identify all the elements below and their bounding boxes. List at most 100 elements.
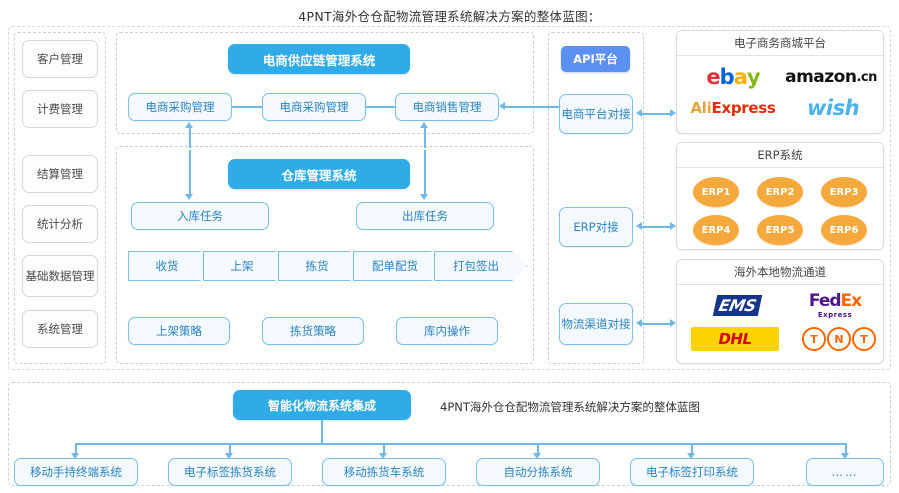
- node-picking-strategy[interactable]: 拣货策略: [262, 317, 364, 345]
- node-ecom-purchase-2[interactable]: 电商采购管理: [262, 93, 366, 121]
- process-step-picking[interactable]: 拣货: [278, 251, 366, 281]
- node-label: ERP对接: [573, 219, 619, 234]
- fedex-logo-sub: Express: [817, 311, 853, 319]
- sidebar-item-label: 统计分析: [37, 216, 83, 231]
- connector-bottom-6: [845, 443, 847, 455]
- node-ecommerce-connector[interactable]: 电商平台对接: [559, 94, 633, 134]
- erp-item-4[interactable]: ERP4: [693, 215, 739, 245]
- bottom-item-etag-printing[interactable]: 电子标签打印系统: [630, 458, 754, 486]
- fedex-logo-text: FedEx: [808, 291, 862, 311]
- arrow-down-inbound: [185, 194, 193, 200]
- sidebar-item-label: 客户管理: [37, 51, 83, 66]
- bottom-item-handheld[interactable]: 移动手持终端系统: [14, 458, 138, 486]
- arrow-up-sales: [420, 122, 428, 128]
- node-label: 拣货策略: [290, 323, 336, 338]
- amazon-cn-logo: amazon.cn: [785, 67, 877, 87]
- node-label: 电商平台对接: [561, 106, 631, 121]
- node-ecom-purchase-1[interactable]: 电商采购管理: [128, 93, 232, 121]
- intelligent-logistics-header: 智能化物流系统集成: [233, 390, 411, 420]
- connector-purchase2-sales: [366, 106, 395, 108]
- arrow-left-ecommerce: [636, 109, 642, 117]
- arrow-right-logistics: [670, 319, 676, 327]
- node-label: 入库任务: [177, 208, 223, 223]
- erp-item-1[interactable]: ERP1: [693, 177, 739, 207]
- connector-bottom-2: [229, 443, 231, 455]
- supply-chain-header: 电商供应链管理系统: [228, 44, 410, 74]
- erp-item-2[interactable]: ERP2: [757, 177, 803, 207]
- erp-item-5[interactable]: ERP5: [757, 215, 803, 245]
- bottom-item-label: 移动拣货车系统: [343, 464, 425, 479]
- left-module-column: [14, 32, 106, 364]
- connector-purchase1-purchase2: [232, 106, 262, 108]
- panel-erp-systems: ERP系统 ERP1 ERP2 ERP3 ERP4 ERP5 ERP6: [676, 142, 884, 250]
- bottom-item-etag-picking[interactable]: 电子标签拣货系统: [168, 458, 292, 486]
- panel-title-logistics: 海外本地物流通道: [677, 260, 883, 285]
- bottom-item-picking-cart[interactable]: 移动拣货车系统: [322, 458, 446, 486]
- process-step-receive[interactable]: 收货: [128, 251, 216, 281]
- node-logistics-connector[interactable]: 物流渠道对接: [559, 303, 633, 345]
- arrow-down-bottom-5: [687, 453, 695, 459]
- warehouse-header: 仓库管理系统: [228, 159, 410, 189]
- sidebar-item-statistics[interactable]: 统计分析: [22, 205, 98, 243]
- node-label: 电商采购管理: [145, 99, 215, 114]
- erp-item-6[interactable]: ERP6: [821, 215, 867, 245]
- process-step-label: 打包签出: [453, 259, 499, 273]
- panel-title-ecommerce: 电子商务商城平台: [677, 31, 883, 56]
- warehouse-header-label: 仓库管理系统: [281, 167, 357, 183]
- arrow-up-purchase: [185, 122, 193, 128]
- process-step-label: 配单配货: [372, 259, 418, 273]
- node-erp-connector[interactable]: ERP对接: [559, 207, 633, 247]
- bottom-item-label: ……: [831, 464, 859, 479]
- process-step-putaway[interactable]: 上架: [203, 251, 291, 281]
- connector-bottom-stem: [321, 420, 323, 444]
- dhl-logo: DHL: [691, 327, 779, 351]
- sidebar-item-basedata[interactable]: 基础数据管理: [22, 255, 98, 297]
- arrow-left-erp: [636, 222, 642, 230]
- node-label: 物流渠道对接: [561, 316, 631, 331]
- erp-label: ERP3: [829, 186, 859, 198]
- arrow-down-outbound: [420, 194, 428, 200]
- sidebar-item-system[interactable]: 系统管理: [22, 310, 98, 348]
- process-step-allocation[interactable]: 配单配货: [353, 251, 447, 281]
- sidebar-item-billing[interactable]: 计费管理: [22, 90, 98, 128]
- arrow-down-bottom-2: [225, 453, 233, 459]
- connector-sales-api: [503, 106, 559, 108]
- node-putaway-strategy[interactable]: 上架策略: [128, 317, 230, 345]
- arrow-down-bottom-6: [841, 453, 849, 459]
- bottom-item-label: 移动手持终端系统: [30, 464, 122, 479]
- wish-logo: wish: [785, 94, 881, 122]
- connector-bottom-1: [75, 443, 77, 455]
- bottom-item-more[interactable]: ……: [806, 458, 884, 486]
- erp-item-3[interactable]: ERP3: [821, 177, 867, 207]
- process-step-label: 拣货: [305, 259, 329, 273]
- connector-bottom-4: [537, 443, 539, 455]
- supply-chain-header-label: 电商供应链管理系统: [262, 52, 376, 68]
- node-label: 电商销售管理: [412, 99, 482, 114]
- process-step-label: 收货: [155, 259, 179, 273]
- erp-label: ERP2: [765, 186, 795, 198]
- erp-label: ERP1: [701, 186, 731, 198]
- arrow-down-bottom-4: [533, 453, 541, 459]
- sidebar-item-label: 计费管理: [37, 101, 83, 116]
- panel-title-erp: ERP系统: [677, 143, 883, 168]
- node-inwarehouse-ops[interactable]: 库内操作: [396, 317, 498, 345]
- process-step-packing[interactable]: 打包签出: [434, 251, 528, 281]
- sidebar-item-customer[interactable]: 客户管理: [22, 40, 98, 78]
- arrow-down-bottom-1: [71, 453, 79, 459]
- dhl-logo-text: DHL: [718, 330, 752, 348]
- node-label: 库内操作: [424, 323, 470, 338]
- node-inbound-task[interactable]: 入库任务: [131, 202, 269, 230]
- sidebar-item-settlement[interactable]: 结算管理: [22, 155, 98, 193]
- bottom-item-auto-sorting[interactable]: 自动分拣系统: [476, 458, 600, 486]
- node-ecom-sales[interactable]: 电商销售管理: [395, 93, 499, 121]
- node-outbound-task[interactable]: 出库任务: [356, 202, 494, 230]
- connector-inbound-up: [189, 128, 191, 148]
